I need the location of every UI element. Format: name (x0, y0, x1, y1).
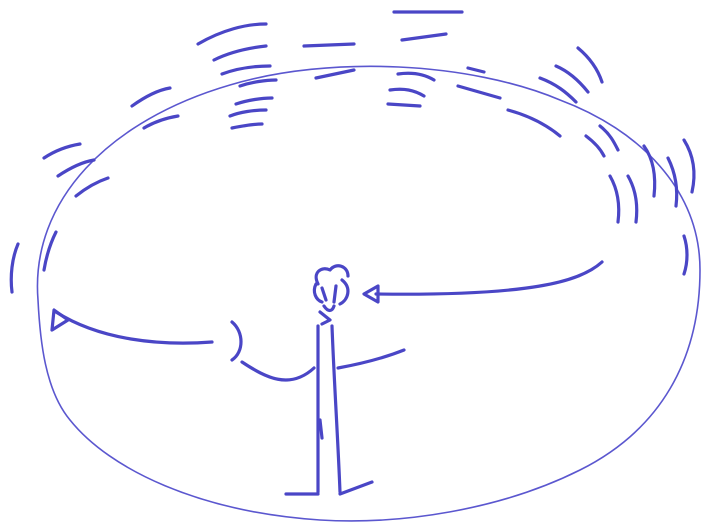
person-arm-left (242, 362, 314, 380)
arrow-left-head (52, 310, 68, 330)
noise-dashes (11, 12, 694, 292)
person-foot-right (340, 482, 372, 494)
person-body-right (332, 326, 340, 492)
arrow-right-shaft (376, 262, 602, 294)
arrow-left-shaft (56, 312, 212, 343)
person-head (314, 266, 348, 311)
person-body-mark (320, 420, 322, 438)
left-hand-bracket (232, 322, 241, 360)
person-arm-right (338, 350, 404, 368)
bubble-outline (37, 66, 700, 521)
person-neck (320, 312, 330, 324)
